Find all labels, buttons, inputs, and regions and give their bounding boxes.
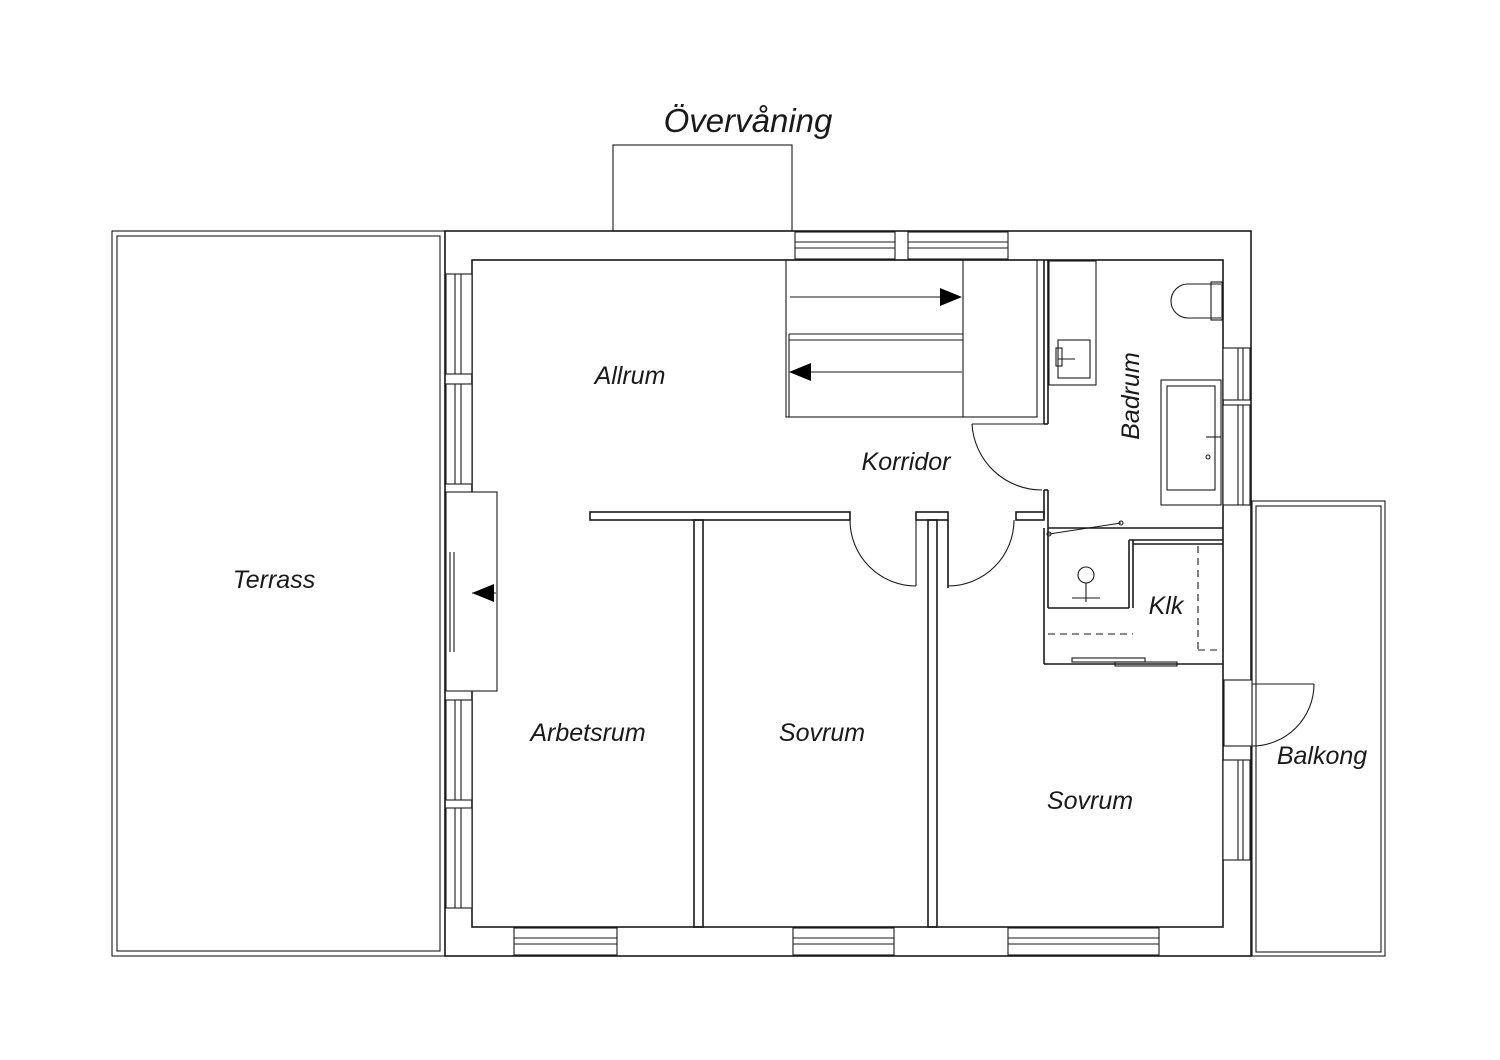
balcony-door — [1223, 679, 1315, 747]
window-right-3 — [1222, 759, 1251, 861]
room-label-bathroom: Badrum — [1117, 352, 1145, 440]
staircase — [785, 259, 1038, 418]
window-top-1 — [794, 231, 896, 260]
arrow-left-icon — [472, 584, 494, 602]
bathroom-shelf — [1048, 260, 1097, 386]
bedroom-2-door — [947, 519, 1015, 587]
room-label-terrace: Terrass — [233, 566, 315, 594]
interior-walls — [589, 511, 1223, 928]
terrace-sliding-door — [445, 491, 498, 692]
window-top-2 — [907, 231, 1009, 260]
room-label-study: Arbetsrum — [528, 719, 645, 747]
window-bottom-2 — [792, 927, 895, 956]
room-label-bedroom-2: Sovrum — [1047, 787, 1133, 815]
room-label-wardrobe: Klk — [1149, 592, 1185, 620]
window-left-1 — [445, 273, 473, 375]
window-bottom-3 — [1007, 927, 1160, 956]
window-left-2 — [445, 383, 473, 485]
room-label-corridor: Korridor — [862, 448, 953, 476]
balcony-area — [1251, 500, 1386, 957]
room-label-living: Allrum — [593, 362, 666, 390]
bathroom-door — [971, 423, 1044, 491]
bathtub-icon — [1160, 379, 1222, 506]
wardrobe-walls — [1043, 528, 1224, 670]
window-left-3 — [445, 699, 473, 801]
bedroom-1-door — [849, 519, 917, 587]
window-bottom-1 — [513, 927, 618, 956]
floor-title: Övervåning — [664, 102, 833, 139]
window-right-1 — [1222, 347, 1251, 401]
chimney — [612, 144, 793, 232]
window-right-2 — [1222, 404, 1251, 506]
window-left-4 — [445, 807, 473, 909]
room-label-bedroom-1: Sovrum — [779, 719, 865, 747]
room-label-balcony: Balkong — [1277, 742, 1367, 770]
shower-icon — [1046, 520, 1124, 602]
toilet-icon — [1170, 281, 1223, 321]
arrow-right-icon — [940, 288, 962, 306]
sink-icon — [1055, 339, 1091, 379]
arrow-left-icon — [789, 363, 811, 381]
